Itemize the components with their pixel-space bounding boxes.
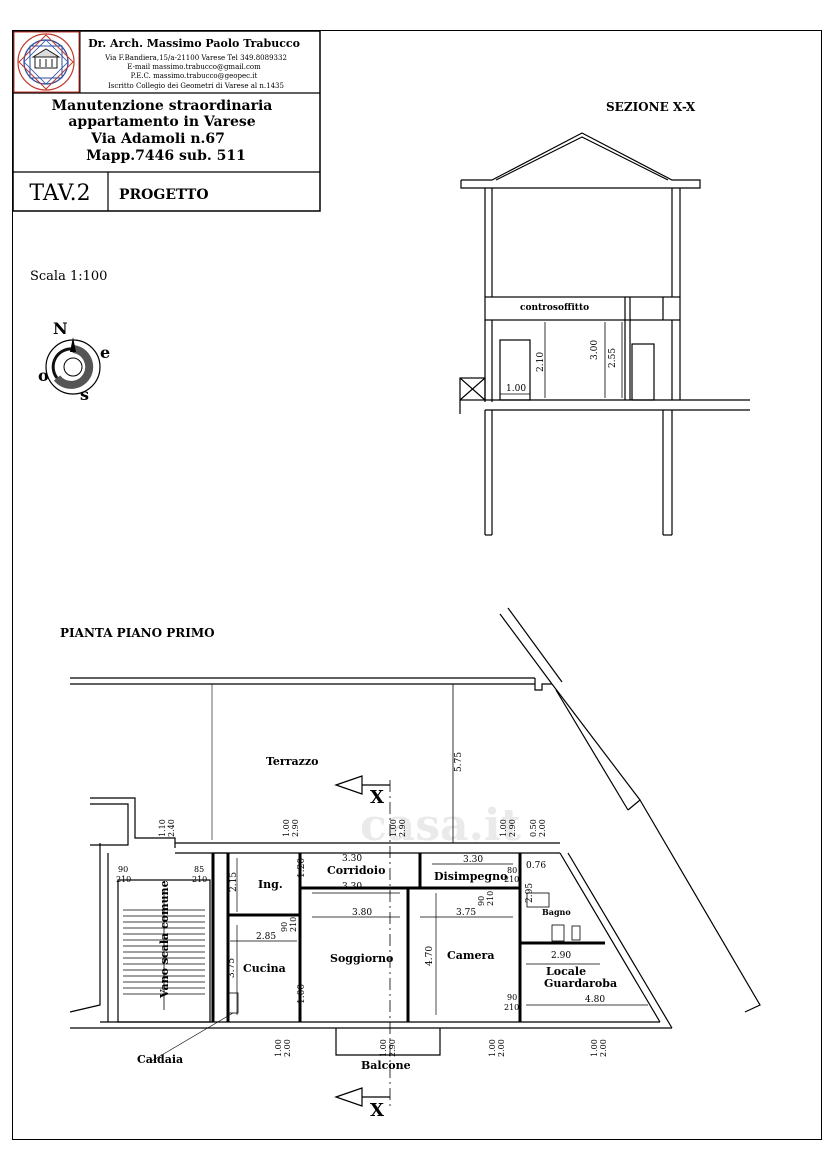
door-210e: 210 (486, 891, 495, 906)
dim-215: 2.15 (229, 872, 239, 892)
win-290a: 2.90 (291, 819, 300, 837)
door-210c: 210 (289, 917, 298, 932)
compass-s: s (80, 385, 89, 404)
dim-470: 4.70 (425, 946, 435, 966)
dim-120: 1.20 (297, 858, 307, 878)
compass-n: N (53, 319, 68, 338)
bwin-100c: 1.00 (488, 1039, 497, 1057)
dim-295: 2.95 (525, 883, 535, 903)
section-controsoffitto: controsoffitto (520, 303, 589, 313)
room-camera: Camera (447, 949, 494, 962)
sheet-title: PROGETTO (119, 187, 209, 203)
architect-register: Iscritto Collegio dei Geometri di Varese… (108, 82, 284, 90)
win-240: 2.40 (167, 819, 176, 837)
dim-330a: 3.30 (342, 854, 362, 864)
win-100b: 1.00 (389, 819, 398, 837)
compass-rose: N e s o (38, 319, 110, 404)
win-100c: 1.00 (499, 819, 508, 837)
project-line-2: appartamento in Varese (68, 114, 255, 130)
sheet-number: TAV.2 (29, 181, 90, 206)
room-locale-2: Guardaroba (544, 977, 617, 990)
dim-375a: 3.75 (456, 908, 476, 918)
room-cucina: Cucina (243, 962, 286, 975)
architect-logo (13, 31, 80, 93)
watermark: casa.it (360, 800, 522, 851)
dim-285: 2.85 (256, 932, 276, 942)
plan-dimensions: 5.75 3.30 3.30 3.30 3.80 3.75 2.85 3.75 … (116, 752, 608, 1057)
dim-330c: 3.30 (463, 855, 483, 865)
room-corridoio: Corridoio (327, 864, 385, 877)
door-210a: 210 (116, 875, 131, 884)
scale-label: Scala 1:100 (30, 269, 107, 284)
dim-330b: 3.30 (342, 882, 362, 892)
win-290c: 2.90 (508, 819, 517, 837)
drawing-sheet (12, 30, 822, 1140)
door-210d: 210 (504, 875, 519, 884)
section-title: SEZIONE X-X (606, 100, 696, 114)
dim-375b: 3.75 (227, 958, 237, 978)
compass-o: o (38, 366, 49, 385)
project-line-3: Via Adamoli n.67 (90, 131, 225, 147)
section-dim-300: 3.00 (590, 340, 600, 360)
section-dim-255: 2.55 (608, 348, 618, 368)
architect-pec: P.E.C. massimo.trabucco@geopec.it (131, 72, 258, 80)
room-terrazzo: Terrazzo (266, 755, 318, 768)
room-vano-scala: Vano scala comune (158, 880, 171, 999)
door-90b: 90 (280, 922, 289, 932)
room-locale-1: Locale (546, 965, 586, 978)
dim-575: 5.75 (454, 752, 464, 772)
section-x-x: SEZIONE X-X (459, 100, 750, 536)
door-85: 85 (194, 865, 204, 874)
room-bagno: Bagno (542, 907, 571, 917)
dim-290: 2.90 (551, 951, 571, 961)
project-line-4: Mapp.7446 sub. 511 (86, 148, 246, 164)
room-disimpegno: Disimpegno (434, 870, 507, 883)
bwin-100d: 1.00 (590, 1039, 599, 1057)
title-block: Dr. Arch. Massimo Paolo Trabucco Via F.B… (12, 30, 321, 212)
room-balcone: Balcone (361, 1059, 411, 1072)
win-050: 0.50 (529, 819, 538, 837)
architect-address: Via F.Bandiera,15/a-21100 Varese Tel 349… (104, 54, 287, 62)
plan-title: PIANTA PIANO PRIMO (60, 626, 215, 640)
dim-480: 4.80 (585, 995, 605, 1005)
label-caldaia: Caldaia (137, 1053, 183, 1066)
win-200a: 2.00 (538, 819, 547, 837)
compass-e: e (100, 343, 110, 362)
floor-plan (69, 607, 761, 1110)
win-290b: 2.90 (398, 819, 407, 837)
dim-100: 1.00 (297, 984, 307, 1004)
architect-name: Dr. Arch. Massimo Paolo Trabucco (88, 37, 300, 50)
cut-mark-top: X (370, 787, 384, 808)
bwin-200b: 2.00 (497, 1039, 506, 1057)
section-dim-100: 1.00 (506, 384, 526, 394)
section-dim-210: 2.10 (536, 352, 546, 372)
door-90c: 90 (477, 896, 486, 906)
bwin-200a: 2.00 (283, 1039, 292, 1057)
bwin-290: 2.90 (388, 1039, 397, 1057)
win-110: 1.10 (158, 819, 167, 837)
project-line-1: Manutenzione straordinaria (52, 98, 273, 114)
bwin-200c: 2.00 (599, 1039, 608, 1057)
door-210b: 210 (192, 875, 207, 884)
door-80: 80 (507, 866, 517, 875)
door-90a: 90 (118, 865, 128, 874)
door-90d: 90 (507, 993, 517, 1002)
room-soggiorno: Soggiorno (330, 952, 393, 965)
win-100a: 1.00 (282, 819, 291, 837)
plan-room-labels: Terrazzo Corridoio Disimpegno Ing. Bagno… (137, 755, 617, 1121)
room-ing: Ing. (258, 878, 283, 891)
bwin-100a: 1.00 (274, 1039, 283, 1057)
architect-email: E-mail massimo.trabucco@gmail.com (127, 63, 261, 71)
dim-076: 0.76 (526, 861, 546, 871)
bwin-100b: 1.00 (379, 1039, 388, 1057)
dim-380: 3.80 (352, 908, 372, 918)
door-210f: 210 (504, 1003, 519, 1012)
cut-mark-bottom: X (370, 1100, 384, 1121)
